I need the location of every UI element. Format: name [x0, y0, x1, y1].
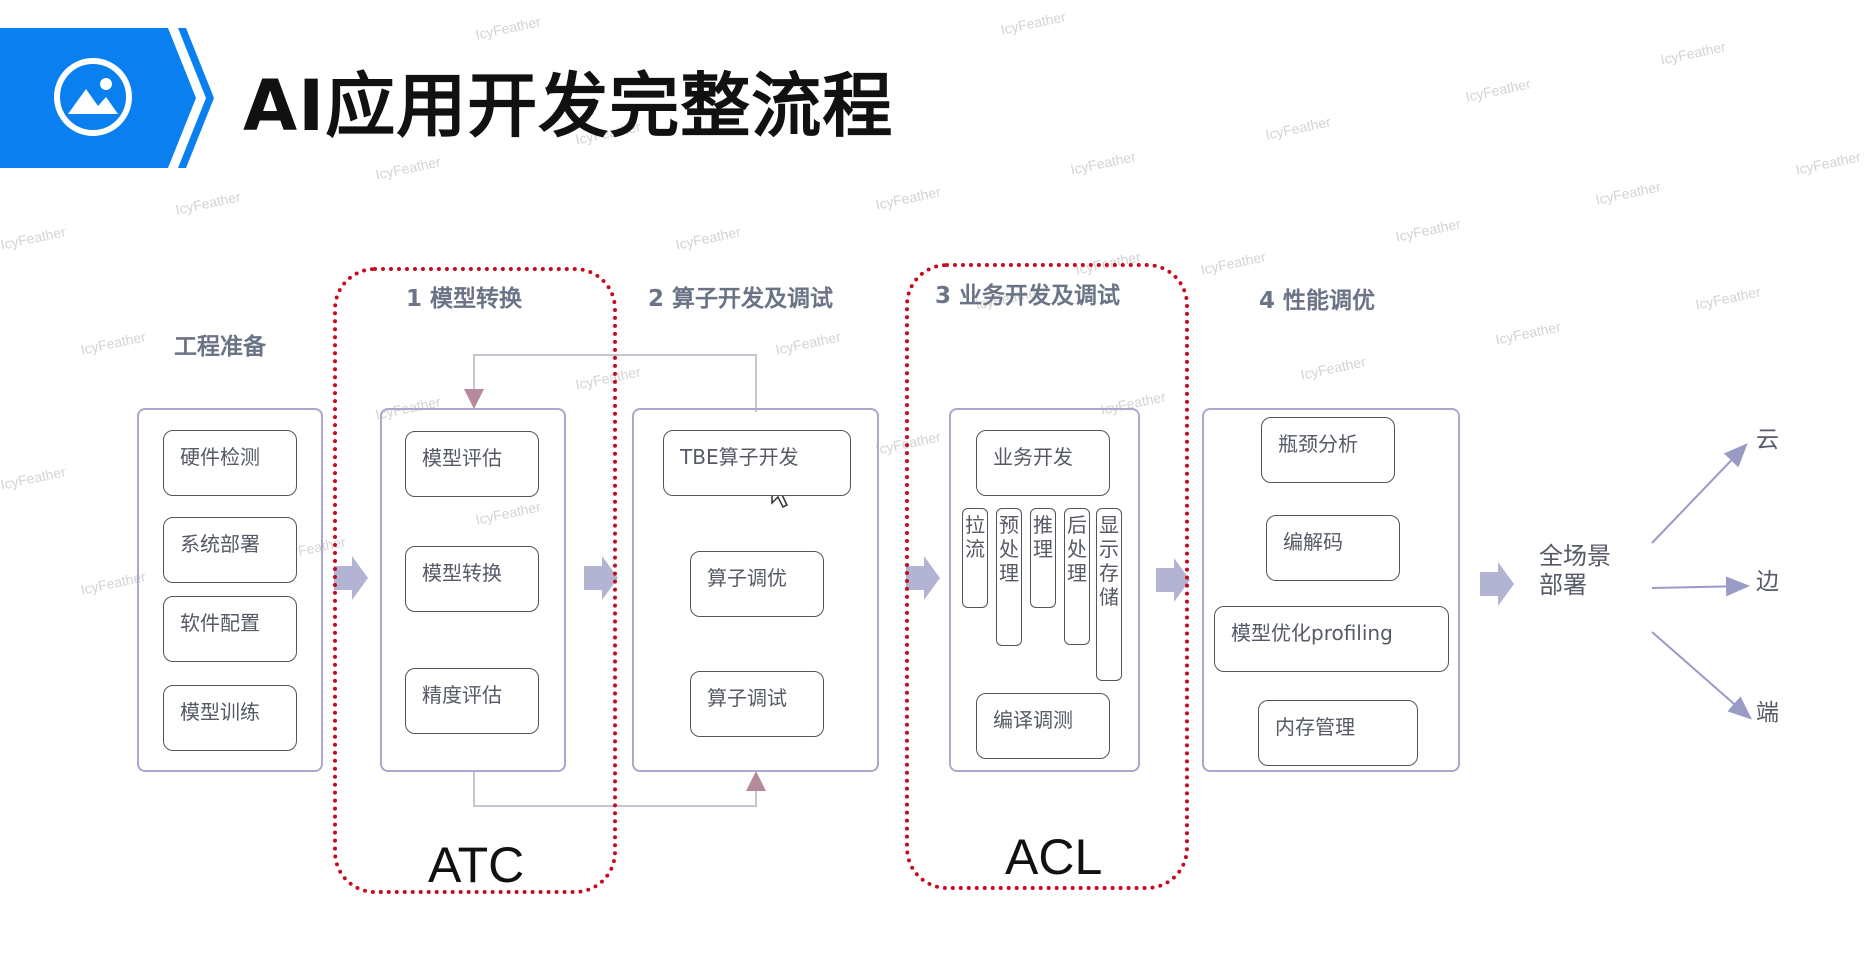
- group-business: [949, 408, 1140, 772]
- box-model-eval: 模型评估: [405, 431, 539, 497]
- box-inference: 推理: [1030, 508, 1056, 608]
- target-cloud: 云: [1756, 427, 1779, 453]
- box-memory-mgmt: 内存管理: [1258, 700, 1418, 766]
- stage-title-operator: 2 算子开发及调试: [648, 286, 834, 312]
- box-postprocess: 后处理: [1064, 508, 1090, 645]
- target-device: 端: [1756, 700, 1779, 726]
- acl-label: ACL: [1005, 829, 1103, 885]
- image-icon: [54, 58, 132, 136]
- group-prep: [137, 408, 323, 772]
- atc-label: ATC: [428, 837, 525, 893]
- box-bottleneck-analysis: 瓶颈分析: [1261, 417, 1395, 483]
- box-model-profiling: 模型优化profiling: [1214, 606, 1449, 672]
- acl-highlight: [905, 263, 1189, 890]
- stage-title-perf: 4 性能调优: [1259, 288, 1376, 314]
- box-compile-debug: 编译调测: [976, 693, 1110, 759]
- title-banner: [0, 28, 214, 168]
- box-preprocess: 预处理: [996, 508, 1022, 646]
- box-software-config: 软件配置: [163, 596, 297, 662]
- box-operator-tuning: 算子调优: [690, 551, 824, 617]
- stage-title-business: 3 业务开发及调试: [935, 283, 1121, 309]
- box-accuracy-eval: 精度评估: [405, 668, 539, 734]
- box-model-training: 模型训练: [163, 685, 297, 751]
- box-operator-debug: 算子调试: [690, 671, 824, 737]
- box-model-convert: 模型转换: [405, 546, 539, 612]
- stage-title-model-convert: 1 模型转换: [406, 286, 523, 312]
- stage-title-prep: 工程准备: [174, 334, 266, 360]
- group-perf: [1202, 408, 1460, 772]
- full-scenario-deploy: 全场景部署: [1539, 542, 1611, 599]
- box-hardware-check: 硬件检测: [163, 430, 297, 496]
- atc-highlight: [333, 267, 617, 894]
- target-edge: 边: [1756, 569, 1779, 595]
- box-tbe-operator-dev: TBE算子开发: [663, 430, 851, 496]
- box-stream-pull: 拉流: [962, 508, 988, 608]
- group-operator: [632, 408, 879, 772]
- box-system-deploy: 系统部署: [163, 517, 297, 583]
- box-business-dev: 业务开发: [976, 430, 1110, 496]
- group-model-convert: [380, 408, 566, 772]
- box-display-store: 显示存储: [1096, 508, 1122, 681]
- box-codec: 编解码: [1266, 515, 1400, 581]
- page-title: AI应用开发完整流程: [243, 65, 894, 147]
